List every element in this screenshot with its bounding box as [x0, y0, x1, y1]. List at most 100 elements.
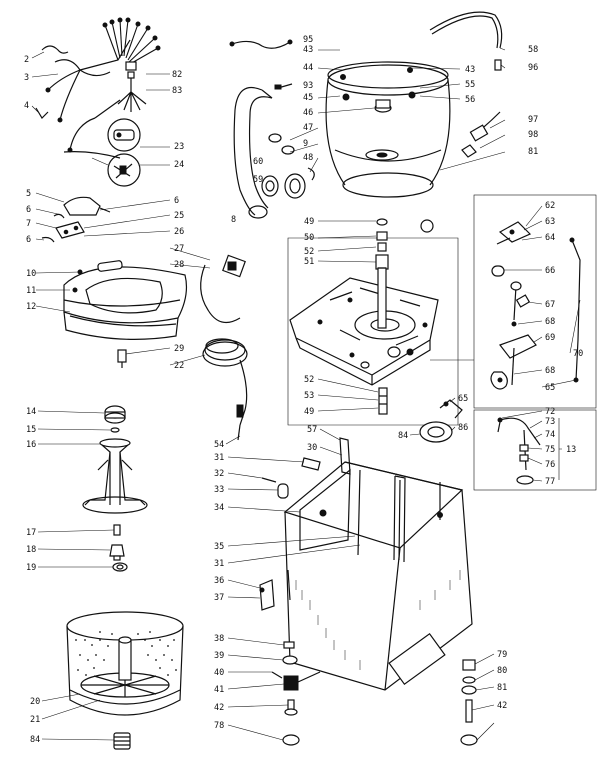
- label-30: 31: [214, 453, 224, 463]
- label-57: 30: [307, 443, 317, 453]
- transmission-box-outline: [287, 237, 459, 426]
- inner-basket: [66, 611, 184, 716]
- label-81: 81: [528, 147, 538, 157]
- label-6b: 6: [26, 205, 31, 215]
- wire-connector-82: [117, 61, 147, 112]
- label-27: 27: [174, 244, 184, 254]
- label-70: 70: [573, 349, 583, 359]
- label-44: 44: [303, 63, 313, 73]
- label-52b: 52: [304, 375, 314, 385]
- label-31b: 36: [214, 576, 224, 586]
- label-12: 12: [26, 302, 36, 312]
- label-40: 41: [214, 685, 224, 695]
- label-64: 64: [545, 233, 555, 243]
- label-32: 33: [214, 485, 224, 495]
- label-59: 59: [253, 175, 263, 185]
- labels-agitator: 14 15 16 17 18 19 20 21 84: [26, 407, 115, 745]
- brake-parts: [497, 417, 541, 485]
- label-15: 16: [26, 440, 36, 450]
- label-79: 80: [497, 666, 507, 676]
- label-49b: 49: [304, 407, 314, 417]
- label-81b: 42: [497, 701, 507, 711]
- label-52: 52: [304, 247, 314, 257]
- label-93: 93: [303, 81, 313, 91]
- label-45: 45: [303, 93, 313, 103]
- label-36: 37: [214, 593, 224, 603]
- label-48: 48: [303, 153, 313, 163]
- power-cord: [117, 254, 248, 441]
- switch-part-23: [107, 118, 141, 152]
- label-78: 79: [497, 650, 507, 660]
- label-60: 60: [253, 157, 263, 167]
- right-parts-box-2: [473, 409, 597, 491]
- labels-right-box: 62 63 64 66 67 68 69 70 68 65: [504, 201, 583, 393]
- label-51: 51: [304, 257, 314, 267]
- label-9: 9: [303, 139, 308, 149]
- label-55: 55: [465, 80, 475, 90]
- label-46: 46: [303, 108, 313, 118]
- label-35: 31: [214, 559, 224, 569]
- label-74: 75: [545, 445, 555, 455]
- labels-lid: 5 6 6 7 6 25 26 10 11 12 27 28 29 22: [26, 189, 211, 371]
- basket-nut-21: [113, 732, 131, 750]
- label-29: 29: [174, 344, 184, 354]
- label-80: 81: [497, 683, 507, 693]
- label-65: 65: [545, 383, 555, 393]
- drain-hose: [233, 86, 315, 219]
- label-20: 21: [30, 715, 40, 725]
- label-10: 10: [26, 269, 36, 279]
- cabinet: [283, 461, 473, 691]
- label-21: 84: [30, 735, 40, 745]
- label-84: 84: [398, 431, 408, 441]
- label-34: 35: [214, 542, 224, 552]
- label-71: 72: [545, 407, 555, 417]
- label-16: 17: [26, 528, 36, 538]
- label-17: 18: [26, 545, 36, 555]
- agitator: [82, 405, 148, 514]
- label-7: 7: [26, 219, 31, 229]
- switch-part-24: [107, 153, 141, 187]
- label-49: 49: [304, 217, 314, 227]
- outer-tub: [325, 61, 451, 198]
- label-63: 63: [545, 217, 555, 227]
- label-47: 47: [303, 123, 313, 133]
- label-37: 38: [214, 634, 224, 644]
- label-6: 6: [174, 196, 179, 206]
- agitator-cam-parts: [490, 221, 581, 390]
- transmission: [289, 277, 439, 386]
- labels-transmission: 49 50 52 51 52 53 49: [304, 217, 434, 417]
- label-6c: 6: [26, 235, 31, 245]
- label-31: 32: [214, 469, 224, 479]
- wire-95: [229, 39, 293, 90]
- labels-harness: 2 3 4 23 24 82 83: [24, 51, 184, 170]
- pump-motor-84: [419, 399, 463, 443]
- label-66: 66: [545, 266, 555, 276]
- labels-motor: 65 84 86: [398, 394, 468, 441]
- labels-right-box-2: 72 73 74 75 76 13 77: [501, 407, 576, 487]
- label-38: 39: [214, 651, 224, 661]
- label-69: 69: [545, 333, 555, 343]
- top-panel: [63, 260, 188, 340]
- label-67: 67: [545, 300, 555, 310]
- label-86: 86: [458, 423, 468, 433]
- label-65b: 65: [458, 394, 468, 404]
- label-18: 19: [26, 563, 36, 573]
- label-68b: 68: [545, 366, 555, 376]
- label-50: 50: [304, 233, 314, 243]
- label-62: 62: [545, 201, 555, 211]
- label-4: 4: [24, 101, 29, 111]
- label-33: 34: [214, 503, 224, 513]
- agitator-shaft-parts: [109, 524, 128, 572]
- label-25: 25: [174, 211, 184, 221]
- label-14: 15: [26, 425, 36, 435]
- label-41: 42: [214, 703, 224, 713]
- label-58: 58: [528, 45, 538, 55]
- label-96: 96: [528, 63, 538, 73]
- label-19: 20: [30, 697, 40, 707]
- right-parts-box: [430, 194, 597, 409]
- label-68: 68: [545, 317, 555, 327]
- label-24: 24: [174, 160, 184, 170]
- wire-harness: [35, 17, 161, 159]
- transmission-shaft: [375, 218, 389, 415]
